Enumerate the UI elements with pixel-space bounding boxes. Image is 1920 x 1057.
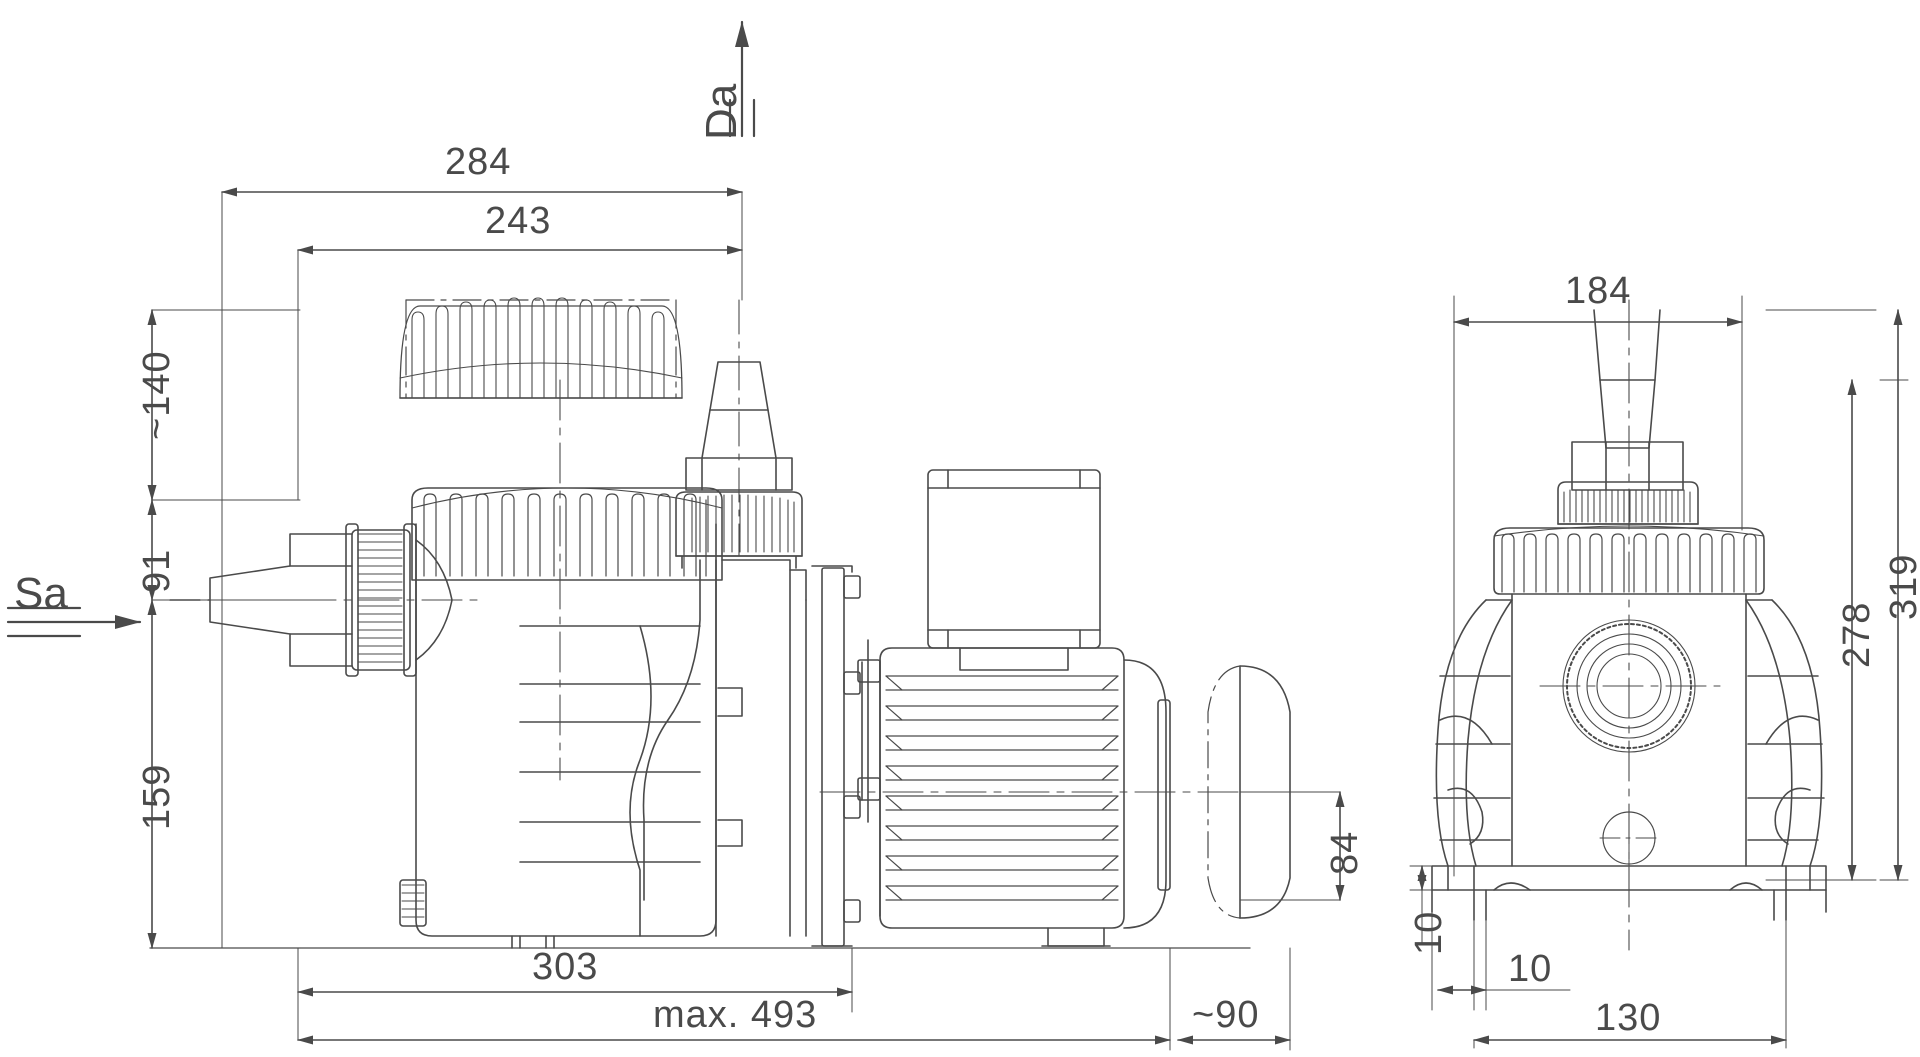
dim-label-91: 91 xyxy=(136,548,178,593)
fv-discharge-nozzle xyxy=(1571,309,1684,491)
fv-upper-nut xyxy=(1557,481,1699,525)
dim-label-130: 130 xyxy=(1595,997,1662,1039)
terminal-box xyxy=(927,469,1101,649)
dim-label-159: 159 xyxy=(136,763,178,830)
dim-label-243: 243 xyxy=(485,200,552,242)
dim-label-278: 278 xyxy=(1836,601,1878,668)
dim-label-319: 319 xyxy=(1883,553,1920,620)
dim-label-90: ~90 xyxy=(1192,994,1260,1036)
strainer-lid-ring xyxy=(411,487,723,581)
motor xyxy=(857,469,1171,947)
dim-label-10-vertical: 10 xyxy=(1408,910,1450,955)
discharge-nozzle xyxy=(675,299,803,569)
lid-upper-outline xyxy=(399,297,683,399)
dim-label-303: 303 xyxy=(532,946,599,988)
dim-label-10-horizontal: 10 xyxy=(1508,948,1553,990)
pump-housing xyxy=(715,559,861,947)
dim-label-84: 84 xyxy=(1324,830,1366,875)
lid-upper-hidden xyxy=(405,299,677,399)
suction-flow-arrow xyxy=(6,606,142,638)
dim-label-493: max. 493 xyxy=(653,994,818,1036)
flow-label-suction: Sa xyxy=(14,569,68,618)
fv-body xyxy=(1431,299,1827,951)
dim-label-140: ~140 xyxy=(136,350,178,440)
strainer-pot xyxy=(399,523,717,949)
discharge-flow-arrow xyxy=(728,20,756,138)
dim-243 xyxy=(297,191,743,255)
flow-label-discharge: Da xyxy=(697,83,746,140)
dim-label-184: 184 xyxy=(1565,270,1632,312)
dim-label-284: 284 xyxy=(445,141,512,183)
extension-lines-front xyxy=(1409,295,1909,1049)
extension-lines-side xyxy=(151,191,1341,1051)
